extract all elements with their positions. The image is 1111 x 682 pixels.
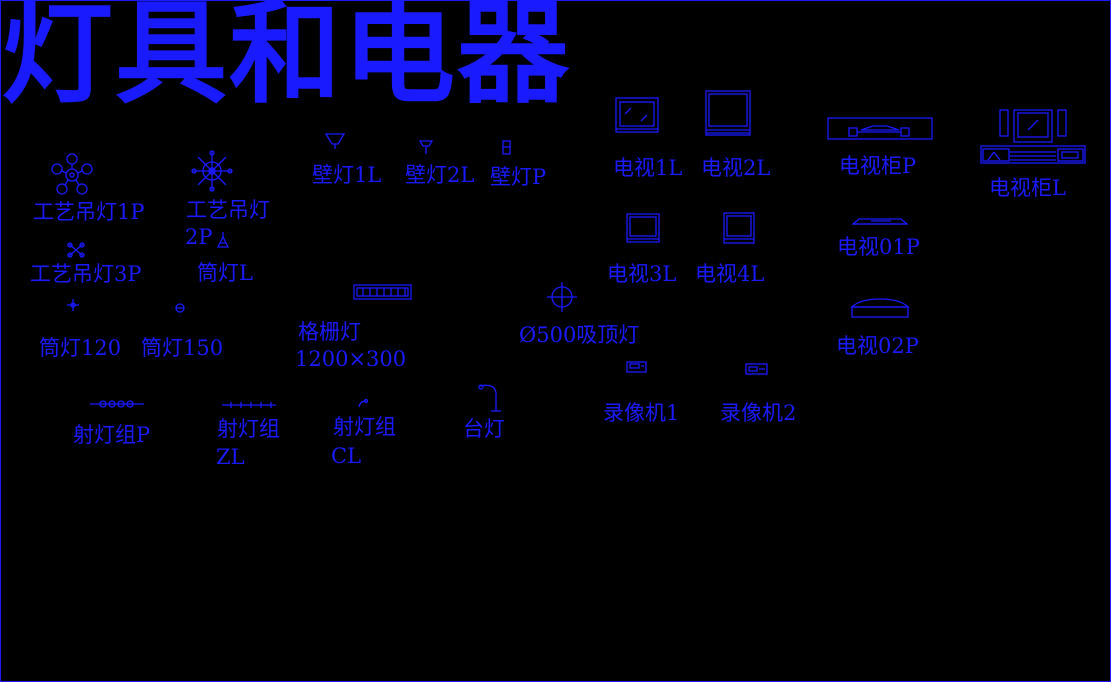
- desk-lamp-label: 台灯: [463, 417, 505, 441]
- downlight-120-label: 筒灯120: [39, 336, 122, 360]
- tv-cabinet-p-icon: [827, 117, 933, 140]
- spotlight-zl-label-line2: ZL: [216, 445, 245, 469]
- tv-3l-icon: [626, 213, 660, 243]
- tv-cabinet-l-label: 电视柜L: [989, 176, 1066, 200]
- wall-lamp-1l-icon: [324, 133, 346, 149]
- downlight-150-label: 筒灯150: [141, 336, 224, 360]
- tv-02p-icon: [850, 298, 910, 318]
- chandelier-3p-icon: [67, 242, 85, 258]
- tv-3l-label: 电视3L: [607, 262, 677, 286]
- desk-lamp-icon: [478, 384, 501, 412]
- ceiling-light-label: Ø500吸顶灯: [519, 323, 640, 347]
- spotlight-zl-label-line1: 射灯组: [217, 417, 280, 441]
- wall-lamp-p-icon: [502, 140, 511, 155]
- grille-light-icon: [353, 284, 412, 300]
- chandelier-3p-label: 工艺吊灯3P: [30, 262, 142, 286]
- tv-1l-label: 电视1L: [613, 156, 683, 180]
- downlight-l-label: 筒灯L: [197, 261, 253, 285]
- grille-light-label-line2: 1200×300: [295, 347, 407, 371]
- tv-cabinet-p-label: 电视柜P: [839, 154, 917, 178]
- spotlight-cl-label-line1: 射灯组: [333, 415, 396, 439]
- spotlight-cl-label-line2: CL: [331, 444, 362, 468]
- wall-lamp-1l-label: 壁灯1L: [312, 163, 382, 187]
- downlight-150-icon: [175, 303, 185, 313]
- tv-cabinet-l-icon: [980, 109, 1086, 164]
- chandelier-2p-label-line1: 工艺吊灯: [186, 198, 270, 222]
- ceiling-light-icon: [547, 282, 577, 312]
- chandelier-1p-label: 工艺吊灯1P: [33, 200, 145, 224]
- tv-2l-icon: [705, 90, 751, 136]
- wall-lamp-2l-label: 壁灯2L: [405, 163, 475, 187]
- tv-4l-label: 电视4L: [695, 262, 765, 286]
- downlight-l-icon: [216, 232, 230, 248]
- spotlight-cl-icon: [358, 398, 369, 408]
- tv-1l-icon: [615, 97, 659, 133]
- vcr-2-icon: [745, 363, 768, 375]
- vcr-1-icon: [626, 361, 647, 373]
- spotlight-p-label: 射灯组P: [73, 423, 151, 447]
- tv-4l-icon: [723, 212, 755, 244]
- tv-01p-icon: [851, 218, 909, 225]
- page-title: 灯具和电器: [1, 0, 571, 119]
- tv-01p-label: 电视01P: [837, 235, 920, 259]
- tv-2l-label: 电视2L: [701, 156, 771, 180]
- wall-lamp-2l-icon: [418, 140, 434, 154]
- chandelier-1p-icon: [51, 153, 93, 195]
- downlight-120-icon: [67, 299, 79, 311]
- chandelier-2p-label-line2: 2P: [185, 225, 213, 249]
- vcr-2-label: 录像机2: [720, 401, 797, 425]
- vcr-1-label: 录像机1: [603, 401, 680, 425]
- chandelier-2p-icon: [191, 150, 233, 192]
- spotlight-p-icon: [90, 400, 144, 408]
- tv-02p-label: 电视02P: [836, 334, 919, 358]
- wall-lamp-p-label: 壁灯P: [490, 165, 547, 189]
- spotlight-zl-icon: [222, 402, 276, 408]
- grille-light-label-line1: 格栅灯: [298, 320, 361, 344]
